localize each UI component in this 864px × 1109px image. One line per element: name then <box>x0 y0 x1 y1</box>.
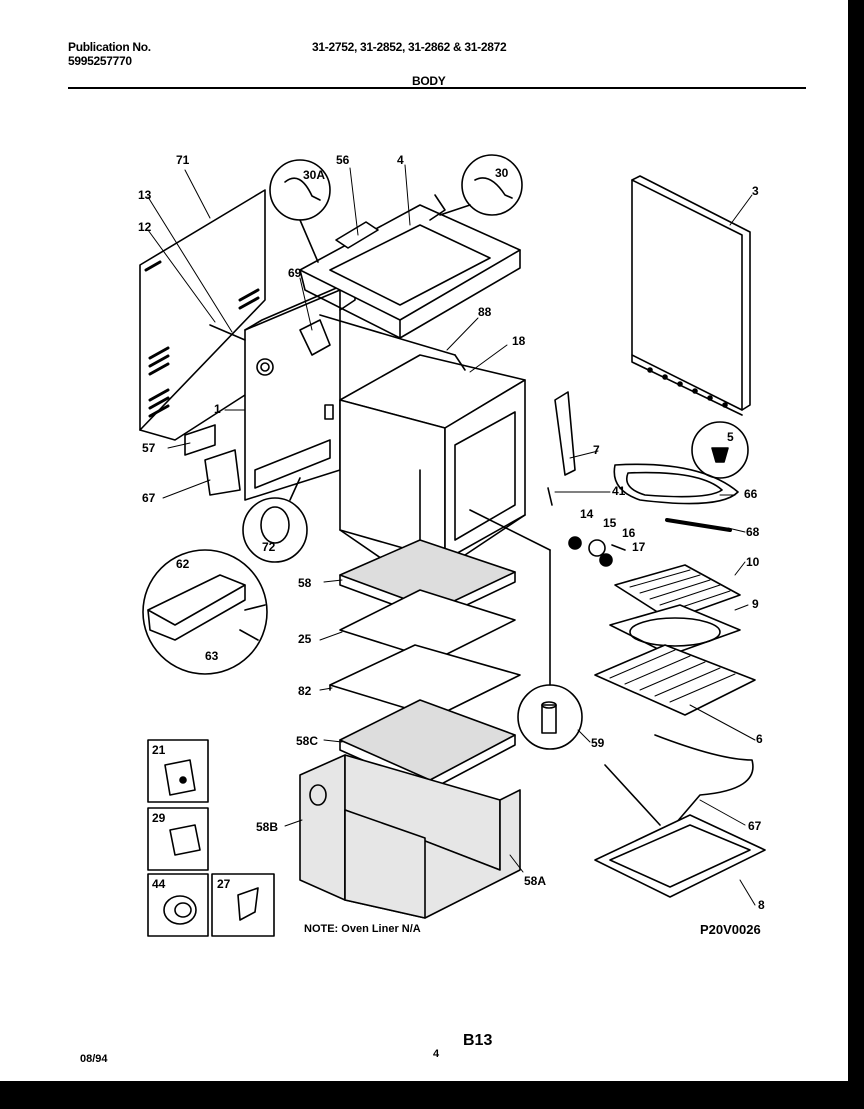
callout-4: 4 <box>397 153 404 167</box>
publication-number: 5995257770 <box>68 54 132 68</box>
callout-58A: 58A <box>524 874 547 888</box>
bake-element-67-part <box>655 735 753 830</box>
callout-58: 58 <box>298 576 312 590</box>
callout-71: 71 <box>176 153 190 167</box>
wire-clip-7-part <box>555 392 575 475</box>
base-58-part <box>300 755 520 918</box>
header-rule <box>68 87 806 89</box>
callout-66: 66 <box>744 487 758 501</box>
callout-57: 57 <box>142 441 156 455</box>
top-cover-part <box>300 195 520 338</box>
knob-14-part <box>569 537 581 549</box>
exploded-view-drawing <box>0 0 848 1081</box>
callout-15: 15 <box>603 516 617 530</box>
panel-82-part <box>330 645 520 717</box>
section-title: BODY <box>412 74 446 88</box>
callout-7: 7 <box>593 443 600 457</box>
publication-label: Publication No. <box>68 40 151 54</box>
callout-12: 12 <box>138 220 152 234</box>
callout-41: 41 <box>612 484 626 498</box>
page-number: 4 <box>433 1048 440 1060</box>
callout-25: 25 <box>298 632 312 646</box>
oven-rack-6-part <box>595 645 755 715</box>
callout-29: 29 <box>152 811 166 825</box>
callout-30: 30 <box>495 166 509 180</box>
callout-58B: 58B <box>256 820 279 834</box>
oven-body-part <box>340 355 525 585</box>
callout-8: 8 <box>758 898 765 912</box>
callout-62: 62 <box>176 557 190 571</box>
broil-pan-insert-10-part <box>615 565 740 620</box>
callout-3: 3 <box>752 184 759 198</box>
callout-59: 59 <box>591 736 605 750</box>
callout-21: 21 <box>152 743 166 757</box>
revision-date: 08/94 <box>80 1053 108 1065</box>
callout-5: 5 <box>727 430 734 444</box>
detail-72-circle <box>243 498 307 562</box>
callout-18: 18 <box>512 334 526 348</box>
callout-44: 44 <box>152 877 166 891</box>
door-panel-part <box>632 176 750 415</box>
callout-82: 82 <box>298 684 312 698</box>
bracket-67-part <box>205 450 240 495</box>
callout-10: 10 <box>746 555 760 569</box>
callout-30A: 30A <box>303 168 326 182</box>
diagram-sheet: Publication No. 5995257770 31-2752, 31-2… <box>0 0 848 1081</box>
detail-30-circle <box>462 155 522 215</box>
callout-17: 17 <box>632 540 646 554</box>
callout-67-left: 67 <box>142 491 156 505</box>
callout-88: 88 <box>478 305 492 319</box>
callout-14: 14 <box>580 507 594 521</box>
callout-63: 63 <box>205 649 219 663</box>
callout-72: 72 <box>262 540 276 554</box>
bracket-69-part <box>300 320 330 355</box>
callout-56: 56 <box>336 153 350 167</box>
drawing-number: P20V0026 <box>700 922 761 937</box>
model-numbers: 31-2752, 31-2852, 31-2862 & 31-2872 <box>312 40 507 54</box>
callout-69: 69 <box>288 266 302 280</box>
callout-6: 6 <box>756 732 763 746</box>
callout-58C: 58C <box>296 734 319 748</box>
callout-9: 9 <box>752 597 759 611</box>
oven-liner-note: NOTE: Oven Liner N/A <box>304 923 421 935</box>
broil-pan-9-part <box>610 605 740 655</box>
back-panel-part <box>140 190 265 440</box>
callout-27: 27 <box>217 877 231 891</box>
broil-element-66-part <box>614 464 738 503</box>
bracket-57-part <box>185 425 215 455</box>
bracket-68-part <box>667 520 730 530</box>
callout-13: 13 <box>138 188 152 202</box>
callout-1: 1 <box>214 402 221 416</box>
callout-67-right: 67 <box>748 819 762 833</box>
callout-68: 68 <box>746 525 760 539</box>
callout-16: 16 <box>622 526 636 540</box>
bottom-panel-8-part <box>595 815 765 897</box>
bracket-56-part <box>336 222 378 248</box>
page-code: B13 <box>463 1032 493 1049</box>
